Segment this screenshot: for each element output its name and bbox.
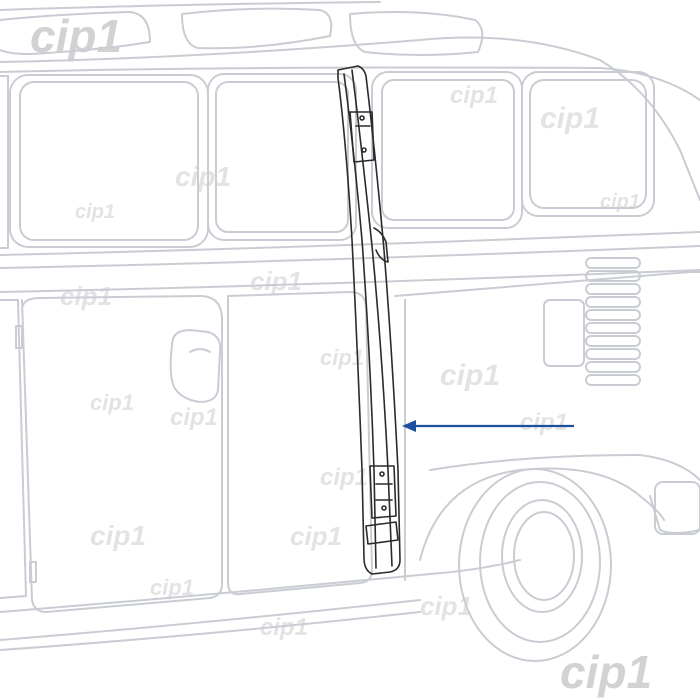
door-hinge: [15, 325, 23, 349]
watermark: cip1: [170, 404, 218, 431]
rear-wheel-arch: [419, 467, 665, 561]
watermark-top-left: cip1: [30, 10, 122, 62]
rear-fender-line: [429, 454, 700, 481]
bolt-hole: [381, 505, 387, 511]
mid-joint-detail: [373, 227, 389, 263]
rocker-panel-bottom: [0, 611, 421, 651]
side-window: [215, 81, 349, 233]
watermarks: cip1 cip1 cip1 cip1 cip1 cip1 cip1 cip1 …: [30, 10, 652, 698]
watermark: cip1: [90, 520, 146, 551]
front-door: [21, 295, 223, 613]
watermark-bottom-right: cip1: [560, 646, 652, 698]
side-vent-plate: [543, 299, 585, 367]
watermark: cip1: [290, 521, 342, 551]
watermark: cip1: [75, 201, 115, 223]
van-body-outline: [0, 1, 700, 662]
bumper-end: [649, 495, 700, 534]
bolt-hole: [359, 115, 365, 121]
lower-mount-bracket: [369, 465, 397, 519]
watermark: cip1: [420, 591, 472, 621]
side-window-frame: [371, 71, 523, 229]
belt-line-upper: [0, 231, 700, 256]
watermark: cip1: [60, 281, 112, 311]
rocker-panel-lower: [0, 599, 421, 641]
watermark: cip1: [520, 409, 568, 436]
watermark: cip1: [600, 191, 640, 213]
front-body-panel: [0, 299, 27, 599]
arrow-head: [402, 420, 416, 432]
fuel-filler-door: [169, 329, 222, 403]
watermark: cip1: [250, 266, 302, 296]
door-top-line: [0, 269, 700, 293]
side-window: [19, 81, 199, 241]
watermark: cip1: [440, 359, 500, 392]
rear-panel-top: [394, 271, 700, 297]
pillar-base-plate: [365, 521, 399, 545]
skylight-window: [0, 11, 151, 55]
watermark: cip1: [540, 102, 600, 135]
watermark: cip1: [320, 464, 368, 491]
pointer-arrow: [402, 420, 574, 432]
rocker-panel-upper: [0, 559, 521, 613]
door-hinge: [29, 561, 37, 583]
front-pillar: [0, 75, 9, 249]
window-upper-line: [0, 66, 700, 101]
roof-top-line: [0, 1, 381, 11]
side-window: [381, 79, 515, 221]
fuel-door-detail: [189, 348, 211, 353]
upper-mount-bracket: [349, 111, 375, 163]
bolt-hole: [361, 147, 367, 153]
watermark: cip1: [175, 161, 231, 192]
side-window-frame: [207, 73, 357, 241]
skylight-window: [349, 11, 484, 56]
skylight-window: [181, 7, 333, 50]
side-window: [529, 79, 647, 209]
watermark: cip1: [90, 390, 134, 415]
belt-line-lower: [0, 245, 700, 269]
engine-vent-louvres: [585, 257, 641, 386]
side-window-frame: [521, 71, 655, 217]
rear-wheel: [458, 468, 612, 662]
roof-line: [0, 36, 700, 201]
watermark: cip1: [450, 82, 498, 109]
rear-bumper: [654, 481, 700, 535]
pillar-flange-line: [351, 69, 393, 567]
highlighted-pillar-part: [337, 65, 401, 575]
bolt-hole: [379, 471, 385, 477]
bracket-detail: [375, 483, 393, 501]
